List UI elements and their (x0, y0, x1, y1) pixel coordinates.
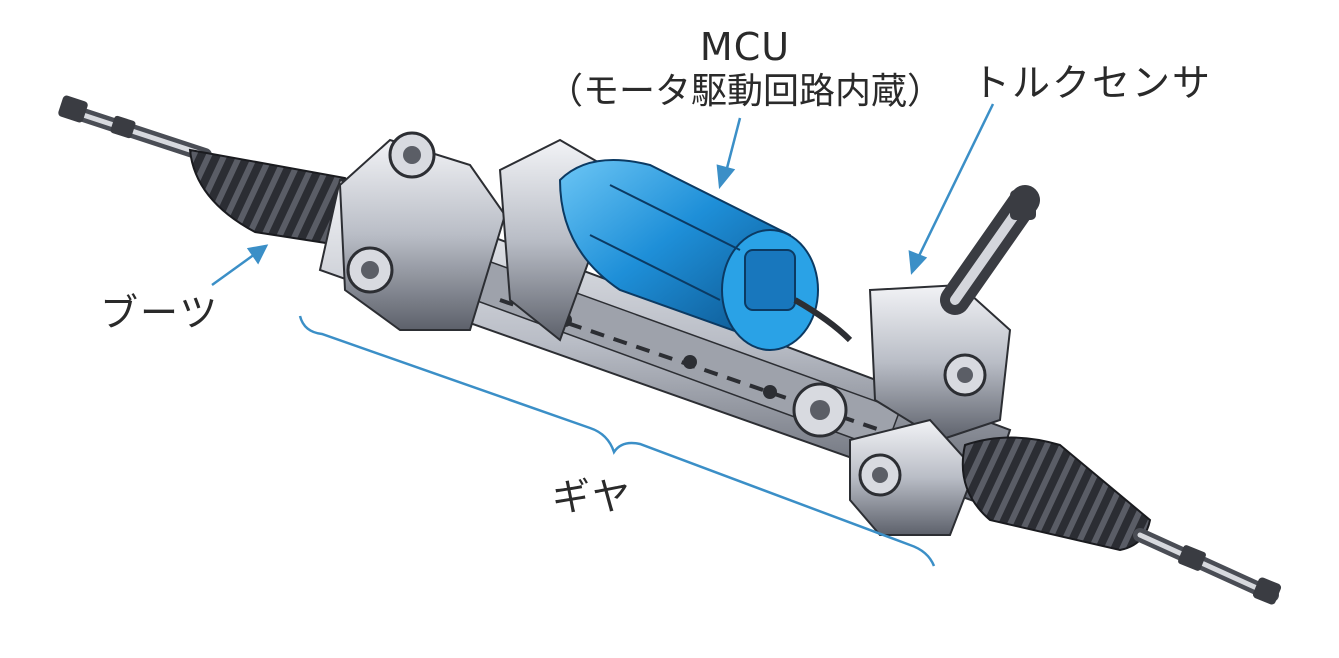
torque-sensor-leader-arrow (908, 103, 995, 275)
gear-bracket (298, 315, 936, 567)
right-boot (961, 436, 1152, 552)
mcu-leader-arrow (716, 117, 742, 190)
torque-sensor-label: トルクセンサ (972, 61, 1213, 105)
mcu-label-line2: （モータ駆動回路内蔵） (546, 71, 943, 112)
boot-label: ブーツ (100, 291, 220, 335)
mcu-label-line1: MCU (699, 25, 791, 69)
left-mount (338, 131, 507, 331)
right-mount (849, 418, 977, 536)
gear-label: ギヤ (552, 475, 633, 519)
mcu-motor (498, 138, 853, 351)
mcu-label: MCU （モータ駆動回路内蔵） (540, 28, 950, 110)
right-tie-rod (1133, 528, 1282, 605)
boot-leader-arrow (211, 244, 269, 287)
torque-sensor-assembly (792, 185, 1040, 442)
left-tie-rod (58, 95, 212, 162)
